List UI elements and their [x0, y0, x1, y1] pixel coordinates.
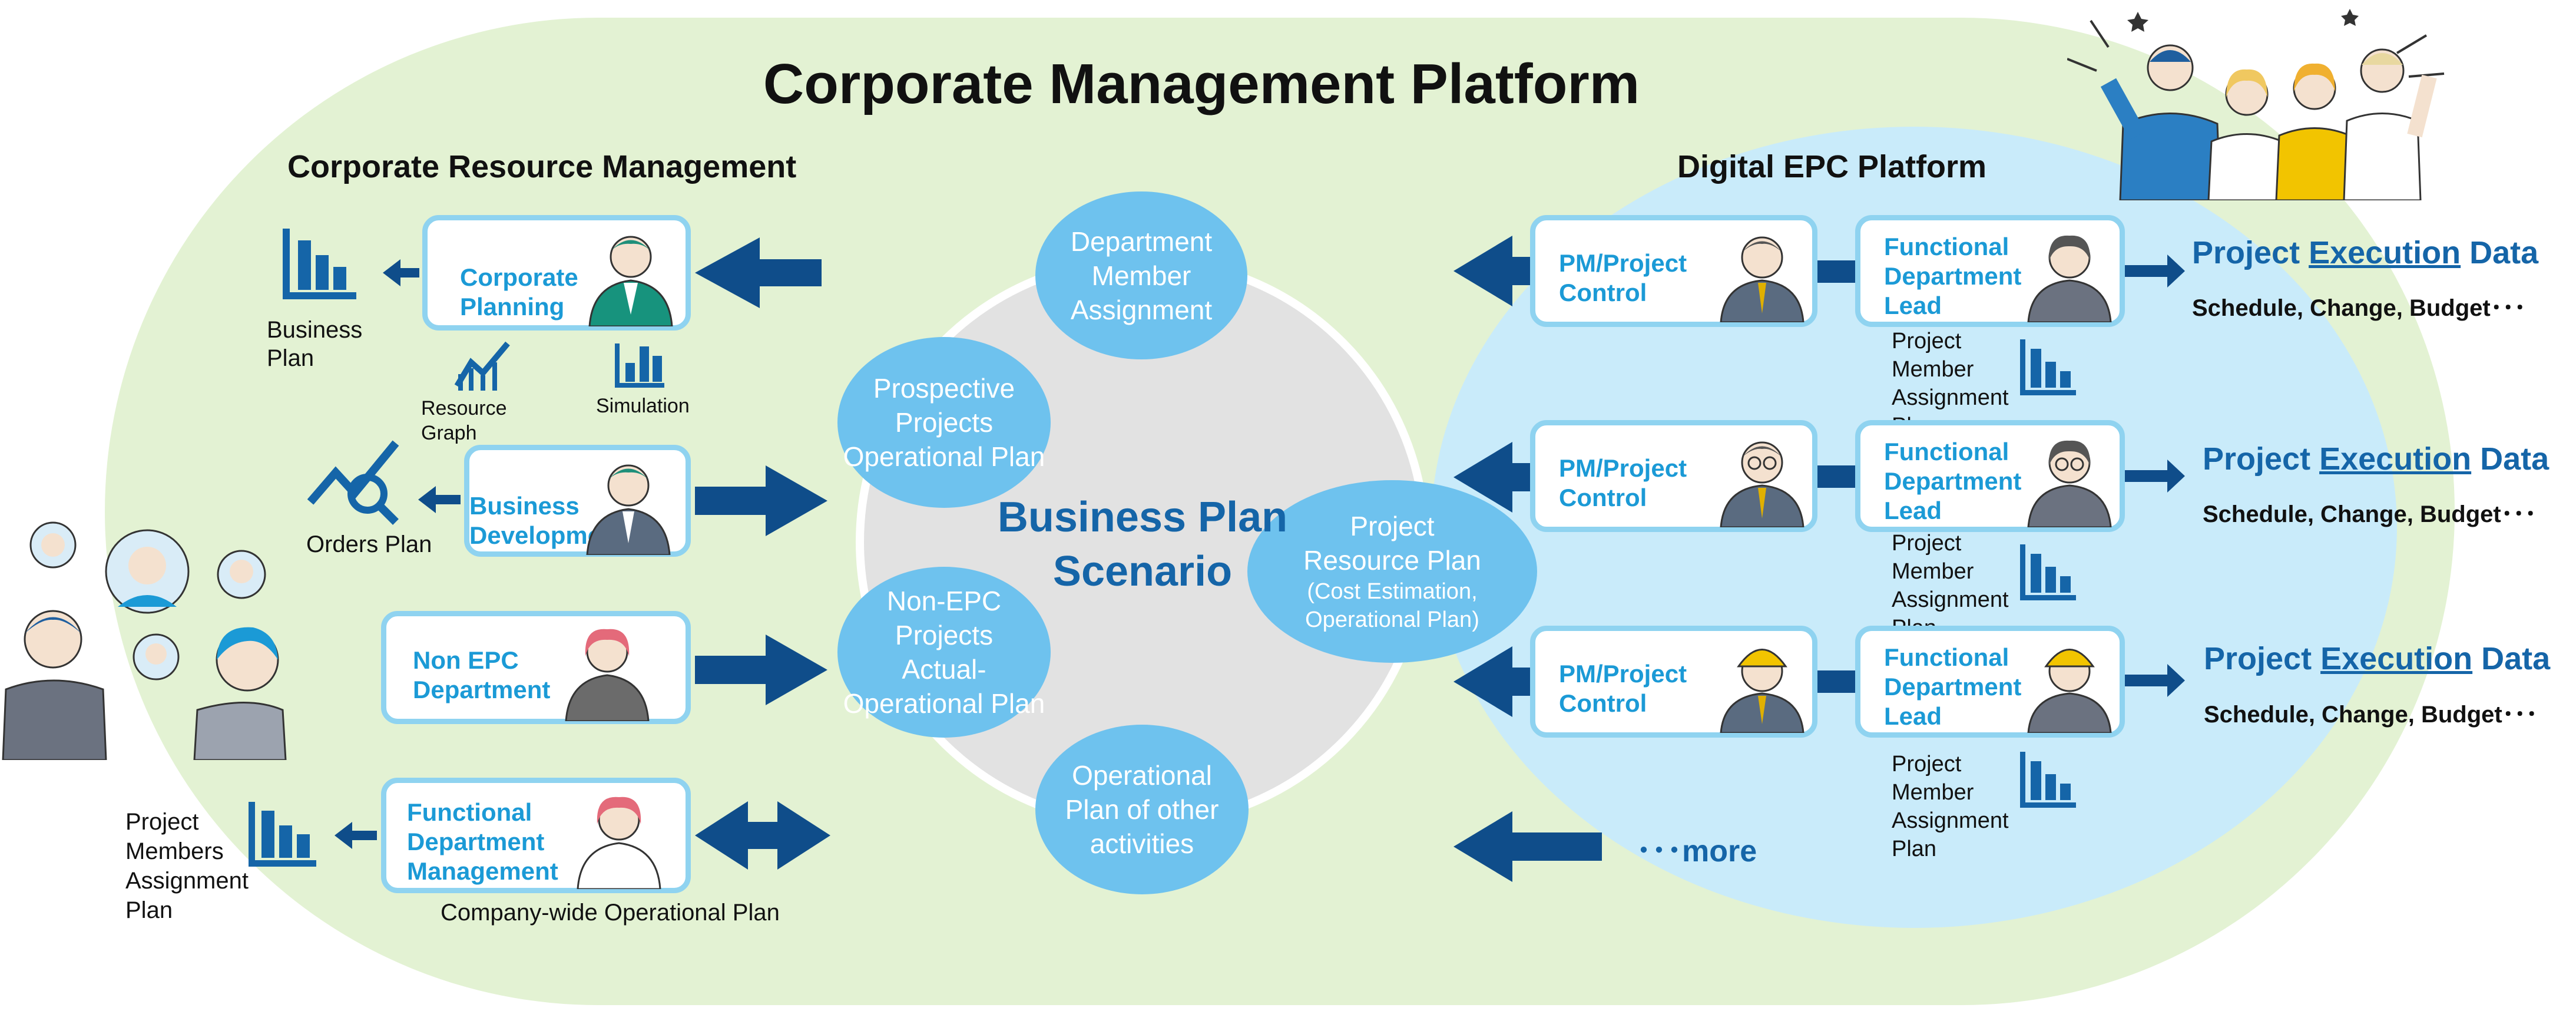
project-execution-data-detail: Schedule, Change, Budget･･･	[2204, 702, 2538, 728]
arrow-big-left	[695, 237, 822, 308]
bar-chart-icon	[283, 229, 356, 299]
double-arrow-icon	[2107, 255, 2185, 288]
assignment-plan-label: Project Member Assignment Plan	[1892, 329, 2009, 438]
title-part: Project	[2204, 641, 2321, 676]
connector-bar	[1817, 670, 1855, 693]
bubble-sub-text: (Cost Estimation, Operational Plan)	[1305, 579, 1479, 632]
connector-bar	[1817, 260, 1855, 283]
bubble-project-resource-plan: Project Resource Plan (Cost Estimation, …	[1247, 480, 1537, 663]
card-business-development: Business Development	[464, 445, 691, 557]
card-pm-project-control: PM/Project Control	[1530, 626, 1817, 738]
right-section-title: Digital EPC Platform	[1677, 149, 1987, 184]
arrow-small-left	[335, 822, 377, 849]
card-pm-project-control: PM/Project Control	[1530, 420, 1817, 532]
card-label: Functional Department Lead	[1884, 438, 2022, 524]
left-section-title: Corporate Resource Management	[287, 149, 797, 184]
title-part: Data	[2461, 235, 2539, 270]
title-part: Data	[2472, 641, 2551, 676]
more-label: ･･･more	[1636, 834, 1757, 868]
orders-plan-label: Orders Plan	[306, 531, 432, 557]
title-part: Project	[2192, 235, 2309, 270]
title-part: Execution	[2309, 235, 2461, 270]
business-plan-label: Business Plan	[267, 317, 363, 371]
arrow-small-left	[383, 259, 419, 286]
assignment-plan-label: Project Member Assignment Plan	[1892, 752, 2009, 861]
person-illustration-icon	[586, 464, 671, 555]
person-illustration-icon	[2027, 440, 2112, 527]
card-non-epc-department: Non EPC Department	[381, 611, 691, 724]
double-arrow-icon	[2107, 664, 2185, 697]
card-label: Functional Department Lead	[1884, 233, 2022, 319]
resource-graph-label: Resource Graph	[421, 397, 507, 444]
title-part: Execution	[2319, 441, 2472, 477]
person-illustration-icon	[2027, 649, 2112, 733]
card-label: Corporate Planning	[460, 263, 578, 321]
person-illustration-icon	[1720, 441, 1804, 527]
title-part: Execution	[2320, 641, 2473, 676]
project-execution-data-title: Project Execution Data	[2192, 234, 2538, 271]
bubble-main-text: Project Resource Plan	[1303, 511, 1481, 576]
double-arrow-icon	[2107, 460, 2185, 493]
card-label: PM/Project Control	[1559, 660, 1687, 717]
card-label: Functional Department Management	[407, 798, 558, 885]
arrow-big-left	[1453, 646, 1530, 717]
people-group-illustration	[2, 521, 287, 760]
double-arrow-icon	[695, 801, 830, 870]
arrow-big-left	[1453, 811, 1602, 882]
card-functional-department-lead: Functional Department Lead	[1855, 626, 2125, 738]
card-functional-department-lead: Functional Department Lead	[1855, 215, 2125, 327]
person-illustration-icon	[565, 629, 650, 721]
arrow-big-left	[1453, 236, 1530, 306]
person-illustration-icon	[2027, 235, 2112, 322]
card-pm-project-control: PM/Project Control	[1530, 215, 1817, 327]
person-illustration-icon	[588, 236, 673, 326]
project-members-assignment-plan-label: Project Members Assignment Plan	[125, 809, 249, 923]
project-execution-data-detail: Schedule, Change, Budget･･･	[2192, 295, 2526, 321]
team-celebration-illustration	[2067, 9, 2445, 200]
person-illustration-icon	[577, 797, 661, 889]
card-functional-department-lead: Functional Department Lead	[1855, 420, 2125, 532]
project-execution-data-title: Project Execution Data	[2203, 441, 2549, 477]
person-illustration-icon	[1720, 649, 1804, 733]
title-part: Project	[2203, 441, 2320, 477]
bar-chart-icon	[249, 802, 316, 867]
card-label: Non EPC Department	[413, 646, 551, 703]
simulation-label: Simulation	[596, 395, 690, 417]
card-corporate-planning: Corporate Planning	[422, 215, 691, 331]
arrow-big-right	[695, 465, 827, 536]
arrow-big-left	[1453, 442, 1530, 513]
page-title: Corporate Management Platform	[763, 52, 1640, 115]
bar-chart-icon	[2020, 752, 2076, 808]
bubble-prospective-projects: Prospective Projects Operational Plan	[837, 337, 1051, 508]
company-wide-operational-plan-label: Company-wide Operational Plan	[441, 900, 780, 926]
project-execution-data-detail: Schedule, Change, Budget･･･	[2203, 501, 2537, 527]
card-functional-department-management: Functional Department Management	[381, 778, 691, 893]
card-label: PM/Project Control	[1559, 249, 1687, 306]
bar-chart-icon	[615, 343, 664, 388]
bubble-operational-plan-other: Operational Plan of other activities	[1035, 725, 1249, 894]
project-execution-data-title: Project Execution Data	[2204, 640, 2550, 677]
bubble-department-member-assignment: Department Member Assignment	[1035, 191, 1247, 359]
title-part: Data	[2471, 441, 2549, 477]
bubble-non-epc-projects: Non-EPC Projects Actual- Operational Pla…	[837, 567, 1051, 738]
card-label: PM/Project Control	[1559, 454, 1687, 511]
connector-bar	[1817, 465, 1855, 488]
person-illustration-icon	[1720, 236, 1804, 322]
bar-chart-icon	[2020, 339, 2076, 395]
arrow-big-right	[695, 635, 827, 705]
magnifier-graph-icon	[307, 440, 399, 525]
center-title: Business Plan Scenario	[997, 494, 1288, 595]
line-graph-icon	[454, 341, 510, 391]
arrow-small-left	[418, 486, 461, 513]
bar-chart-icon	[2020, 544, 2076, 600]
card-label: Functional Department Lead	[1884, 643, 2022, 730]
